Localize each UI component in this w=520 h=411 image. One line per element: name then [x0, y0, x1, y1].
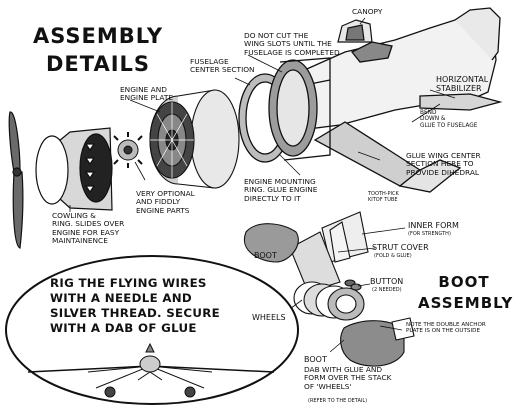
glue-wing-line-3: PROVIDE DIHEDRAL	[406, 167, 480, 177]
wing-slots-line-3: FUSELAGE IS COMPLETED	[244, 47, 340, 57]
optional-parts-drawing	[113, 132, 143, 168]
boot-ref-note: (REFER TO THE DETAIL)	[308, 398, 368, 404]
propeller-drawing	[8, 111, 24, 249]
wing-slots-line-2: WING SLOTS UNTIL THE	[244, 39, 332, 49]
leader-lines	[69, 17, 456, 212]
boot-assembly-title: BOOT ASSEMBLY	[418, 272, 514, 314]
boot-title-line-1: BOOT	[438, 273, 490, 291]
engine-plate-line-2: ENGINE PLATE	[120, 93, 174, 103]
anchor-plate-note: NOTE THE DOUBLE ANCHOR PLATE IS ON THE O…	[406, 322, 486, 335]
mounting-line-1: ENGINE MOUNTING	[244, 177, 316, 186]
rig-note-frame	[5, 255, 299, 405]
fuselage-center-line-2: CENTER SECTION	[190, 65, 255, 75]
anchor-line-1: NOTE THE DOUBLE ANCHOR	[406, 322, 486, 328]
h-stab-line-2: STABILIZER	[436, 83, 482, 93]
inner-form-label: INNER FORM	[408, 221, 459, 230]
tooth-pick-line-2: KITOF TUBE	[368, 196, 398, 203]
optional-line-1: VERY OPTIONAL	[136, 189, 195, 198]
rig-line-2: WITH A NEEDLE AND	[50, 291, 193, 305]
page-title: ASSEMBLY DETAILS	[28, 22, 168, 78]
optional-line-2: AND FIDDLY	[136, 197, 181, 207]
wing-slots-note: DO NOT CUT THE WING SLOTS UNTIL THE FUSE…	[244, 31, 340, 57]
boot-title-line-2: ASSEMBLY	[418, 294, 514, 312]
button-label: BUTTON	[370, 277, 404, 286]
title-line-2: DETAILS	[45, 52, 151, 76]
wheels-label: WHEELS	[252, 313, 286, 322]
tooth-pick-line-1: TOOTH-PICK	[368, 191, 399, 197]
optional-line-3: ENGINE PARTS	[136, 205, 190, 215]
strut-cover-sub: (FOLD & GLUE)	[374, 253, 412, 259]
mounting-line-3: DIRECTLY TO IT	[244, 193, 301, 203]
biplane-front-drawing	[27, 342, 275, 398]
mounting-line-2: RING. GLUE ENGINE	[244, 185, 318, 195]
rig-line-3: SILVER THREAD. SECURE	[50, 306, 220, 320]
button-sub: (2 NEEDED)	[372, 287, 402, 293]
boot-assembly-drawing	[243, 211, 415, 367]
boot-instructions: DAB WITH GLUE AND FORM OVER THE STACK OF…	[304, 365, 392, 391]
inner-form-sub: (FOR STRENGTH)	[408, 231, 451, 237]
cowling-line-2: RING. SLIDES OVER	[52, 219, 125, 229]
fuselage-drawing	[238, 7, 503, 193]
engine-drawing	[149, 89, 240, 189]
cowling-line-1: COWLING &	[52, 211, 96, 220]
title-line-1: ASSEMBLY	[32, 24, 164, 48]
canopy-drawing	[337, 19, 373, 43]
glue-wing-line-1: GLUE WING CENTER	[406, 151, 481, 160]
h-stab-line-1: HORIZONTAL	[436, 75, 489, 84]
engine-plate-label: ENGINE AND ENGINE PLATE	[120, 85, 174, 103]
bend-down-line-1: BEND	[420, 110, 437, 116]
cowling-line-3: ENGINE FOR EASY	[52, 227, 120, 237]
rig-line-1: RIG THE FLYING WIRES	[50, 276, 207, 290]
canopy-label: CANOPY	[352, 7, 383, 16]
horizontal-stabilizer-label: HORIZONTAL STABILIZER	[436, 75, 489, 94]
engine-mounting-note: ENGINE MOUNTING RING. GLUE ENGINE DIRECT…	[244, 177, 318, 203]
cowling-drawing	[35, 127, 113, 211]
optional-parts-label: VERY OPTIONAL AND FIDDLY ENGINE PARTS	[136, 189, 195, 215]
cowling-line-4: MAINTAINENCE	[52, 235, 108, 245]
boot-instr-line-3: OF 'WHEELS'	[304, 381, 352, 391]
glue-wing-line-2: SECTION HERE TO	[406, 159, 474, 169]
glue-wing-note: GLUE WING CENTER SECTION HERE TO PROVIDE…	[406, 151, 481, 177]
fuselage-center-label: FUSELAGE CENTER SECTION	[190, 57, 255, 75]
cowling-note: COWLING & RING. SLIDES OVER ENGINE FOR E…	[52, 211, 125, 245]
boot-bottom-label: BOOT	[304, 355, 327, 364]
engine-plate-line-1: ENGINE AND	[120, 85, 167, 94]
tooth-pick-note: TOOTH-PICK KITOF TUBE	[368, 191, 399, 204]
anchor-line-2: PLATE IS ON THE OUTSIDE	[406, 328, 480, 335]
bend-down-line-3: GLUE TO FUSELAGE	[420, 122, 478, 129]
boot-instr-line-1: DAB WITH GLUE AND	[304, 365, 383, 374]
rig-line-4: WITH A DAB OF GLUE	[50, 321, 197, 335]
fuselage-center-line-1: FUSELAGE	[190, 57, 229, 66]
boot-left-label: BOOT	[254, 251, 277, 260]
wing-slots-line-1: DO NOT CUT THE	[244, 31, 309, 40]
rig-wires-note: RIG THE FLYING WIRES WITH A NEEDLE AND S…	[50, 276, 260, 336]
bend-down-note: BEND DOWN & GLUE TO FUSELAGE	[420, 110, 477, 129]
bend-down-line-2: DOWN &	[420, 116, 446, 123]
boot-instr-line-2: FORM OVER THE STACK	[304, 373, 392, 383]
strut-cover-label: STRUT COVER	[372, 243, 429, 252]
